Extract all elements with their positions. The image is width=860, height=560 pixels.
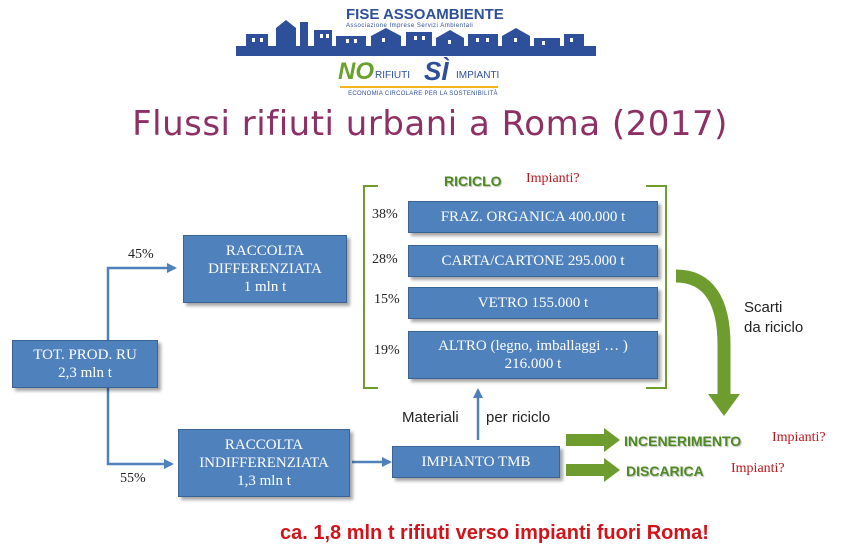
materiali-label: Materiali	[402, 409, 459, 426]
logo-assoambiente: FISE ASSOAMBIENTE Associazione Imprese S…	[236, 6, 596, 58]
campaign-tagline: ECONOMIA CIRCOLARE PER LA SOSTENIBILITÀ	[348, 91, 498, 97]
campaign-rifiuti: RIFIUTI	[375, 70, 410, 81]
riciclo-title: RICICLO	[444, 173, 502, 189]
riciclo-item-organica: FRAZ. ORGANICA 400.000 t	[408, 201, 658, 233]
org-name: FISE ASSOAMBIENTE	[346, 6, 504, 23]
arrow-incenerimento-head	[604, 428, 620, 452]
indifferenziata-box: RACCOLTA INDIFFERENZIATA 1,3 mln t	[178, 429, 350, 497]
riciclo-item-carta-label: CARTA/CARTONE 295.000 t	[441, 253, 625, 269]
riciclo-pct-altro: 19%	[374, 343, 400, 358]
riciclo-pct-organica: 38%	[372, 207, 398, 222]
per-riciclo-label: per riciclo	[486, 409, 551, 426]
total-line2: 2,3 mln t	[58, 365, 112, 381]
incenerimento-label: INCENERIMENTO	[624, 433, 742, 449]
total-line1: TOT. PROD. RU	[33, 347, 137, 363]
riciclo-bracket-left	[363, 185, 378, 389]
tmb-label: IMPIANTO TMB	[421, 454, 531, 470]
campaign-si: SÌ	[424, 56, 449, 86]
campaign-no: NO	[338, 58, 374, 85]
riciclo-bracket-right	[646, 185, 667, 389]
riciclo-item-altro-label2: 216.000 t	[504, 356, 562, 372]
footer-note: ca. 1,8 mln t rifiuti verso impianti fuo…	[280, 522, 709, 544]
discarica-label: DISCARICA	[626, 463, 704, 479]
differenziata-line3: 1 mln t	[243, 279, 287, 295]
org-subtitle: Associazione Imprese Servizi Ambientali	[346, 23, 474, 29]
discarica-note: Impianti?	[731, 461, 785, 476]
riciclo-item-altro-label: ALTRO (legno, imballaggi … )	[438, 338, 628, 354]
riciclo-item-altro: ALTRO (legno, imballaggi … ) 216.000 t	[408, 331, 658, 379]
campaign-impianti: IMPIANTI	[456, 70, 500, 81]
incenerimento-note: Impianti?	[772, 430, 826, 445]
indifferenziata-line3: 1,3 mln t	[237, 473, 291, 489]
scarti-line2: da riciclo	[744, 319, 804, 336]
arrow-discarica-head	[604, 458, 620, 482]
indifferenziata-line1: RACCOLTA	[224, 437, 304, 453]
scarti-arrow-head	[708, 394, 740, 416]
riciclo-note: Impianti?	[526, 171, 580, 186]
skyline-icon	[236, 20, 596, 56]
tmb-box: IMPIANTO TMB	[392, 446, 560, 478]
arrow-discarica-shaft	[566, 464, 604, 476]
riciclo-item-organica-label: FRAZ. ORGANICA 400.000 t	[440, 209, 626, 225]
connector-to-differenziata	[106, 263, 177, 342]
scarti-arrow	[675, 269, 731, 396]
pct-differenziata: 45%	[128, 247, 154, 262]
campaign-underline	[340, 86, 498, 88]
page-title: Flussi rifiuti urbani a Roma (2017)	[132, 104, 728, 144]
riciclo-item-vetro: VETRO 155.000 t	[408, 287, 658, 319]
riciclo-pct-carta: 28%	[372, 252, 398, 267]
total-production-box: TOT. PROD. RU 2,3 mln t	[12, 340, 158, 388]
connector-to-indifferenziata	[106, 388, 174, 469]
logo-campaign: NO RIFIUTI SÌ IMPIANTI ECONOMIA CIRCOLAR…	[338, 56, 508, 104]
scarti-line1: Scarti	[744, 299, 783, 316]
arrow-incenerimento-shaft	[566, 434, 604, 446]
differenziata-line1: RACCOLTA	[225, 243, 305, 259]
indifferenziata-line2: INDIFFERENZIATA	[199, 455, 329, 471]
riciclo-pct-vetro: 15%	[374, 292, 400, 307]
pct-indifferenziata: 55%	[120, 471, 146, 486]
differenziata-line2: DIFFERENZIATA	[208, 261, 322, 277]
differenziata-box: RACCOLTA DIFFERENZIATA 1 mln t	[183, 235, 347, 303]
riciclo-item-carta: CARTA/CARTONE 295.000 t	[408, 245, 658, 277]
scarti-label: Scarti da riciclo	[744, 298, 803, 338]
riciclo-item-vetro-label: VETRO 155.000 t	[477, 295, 589, 311]
